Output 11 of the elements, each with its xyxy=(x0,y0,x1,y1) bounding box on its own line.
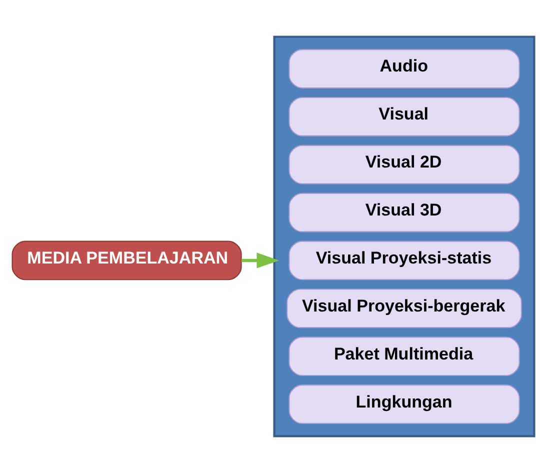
node-box: Visual Proyeksi-bergerak xyxy=(286,288,522,328)
node-box: Visual 3D xyxy=(288,192,520,232)
node-box: Lingkungan xyxy=(288,384,520,424)
cluster xyxy=(273,35,536,437)
arrow xyxy=(241,252,280,268)
node-box: Audio xyxy=(288,48,520,88)
node-box: Visual 2D xyxy=(288,144,520,184)
node-box: Paket Multimedia xyxy=(288,336,520,376)
node-box: Visual Proyeksi-statis xyxy=(288,240,520,280)
node-box: Visual xyxy=(288,96,520,136)
node-box: MEDIA PEMBELAJARAN xyxy=(12,240,242,280)
